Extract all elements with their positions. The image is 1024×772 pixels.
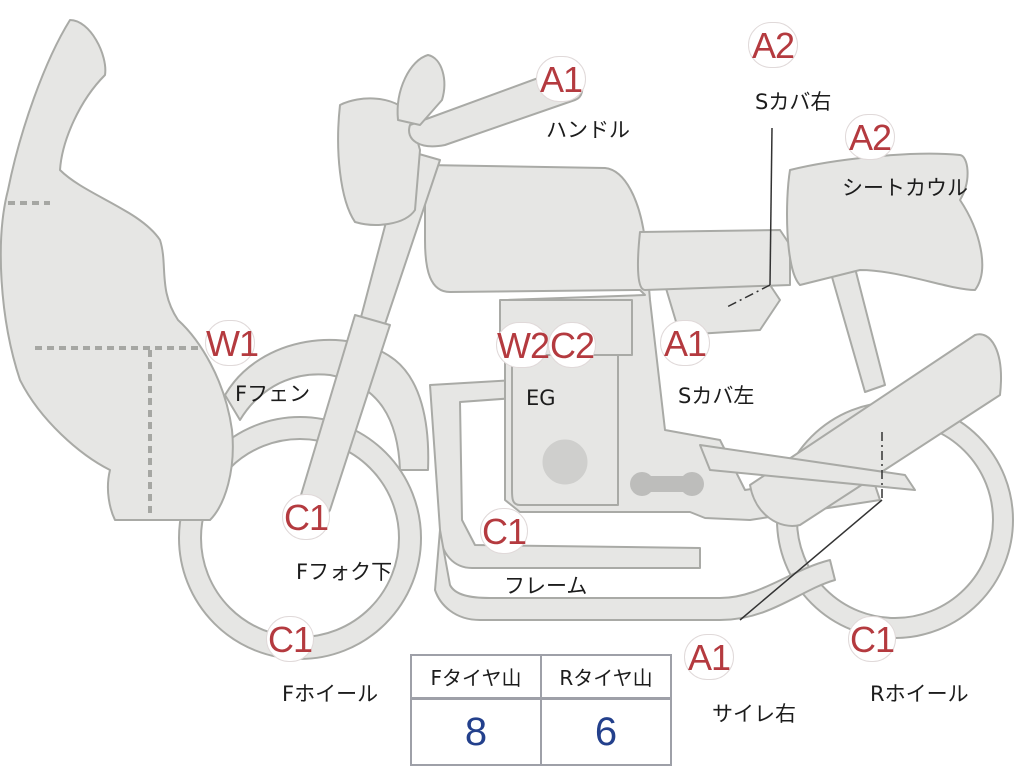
marker-silencer-right: A1 <box>684 634 734 680</box>
marker-handle: A1 <box>536 56 586 102</box>
tire-tread-table: Fタイヤ山 Rタイヤ山 8 6 <box>410 654 672 766</box>
fairing-shape <box>0 19 234 521</box>
leader-silencer-solid <box>739 499 883 621</box>
header-rear-tire: Rタイヤ山 <box>542 656 670 700</box>
header-front-tire: Fタイヤ山 <box>412 656 542 700</box>
marker-rear-wheel: C1 <box>848 616 896 662</box>
label-frame: フレーム <box>504 574 588 598</box>
marker-seat-cowl: A2 <box>845 114 895 160</box>
headlight-shape <box>337 97 421 226</box>
label-rear-wheel: Rホイール <box>870 682 969 706</box>
label-engine: EG <box>526 386 556 410</box>
marker-front-wheel: C1 <box>266 616 314 662</box>
label-seat-cover-right: Sカバ右 <box>755 90 832 114</box>
mirror-shape <box>396 54 446 126</box>
marker-frame: C1 <box>480 508 528 554</box>
label-front-fender: Fフェン <box>235 382 311 406</box>
marker-front-fender: W1 <box>205 320 259 366</box>
swingarm-shape <box>699 444 916 491</box>
label-front-wheel: Fホイール <box>282 682 379 706</box>
seat-cowl-shape <box>786 152 984 291</box>
leader-seat-cover-right <box>769 127 773 286</box>
front-fender-shape <box>224 338 430 471</box>
marker-seat-cover-right: A2 <box>748 22 798 68</box>
engine-cover-shape <box>542 439 588 485</box>
label-front-fork-lower: Fフォク下 <box>296 560 393 584</box>
marker-engine-c: C2 <box>548 322 596 368</box>
marker-front-fork-lower: C1 <box>282 494 330 540</box>
engine-lower-shape <box>511 354 619 506</box>
label-seat-cover-left: Sカバ左 <box>678 384 755 408</box>
marker-engine-w: W2 <box>496 322 550 368</box>
lower-pipe-shape <box>434 529 836 621</box>
label-handle: ハンドル <box>546 118 630 142</box>
value-front-tire: 8 <box>412 700 542 764</box>
value-rear-tire: 6 <box>594 710 618 754</box>
rear-shock-shape <box>829 267 886 393</box>
label-seat-cowl: シートカウル <box>842 176 968 200</box>
seat-shape <box>636 229 791 291</box>
leader-seat-cover-right-dash <box>724 284 771 309</box>
label-silencer-right: サイレ右 <box>712 702 796 726</box>
marker-seat-cover-left: A1 <box>660 320 710 366</box>
